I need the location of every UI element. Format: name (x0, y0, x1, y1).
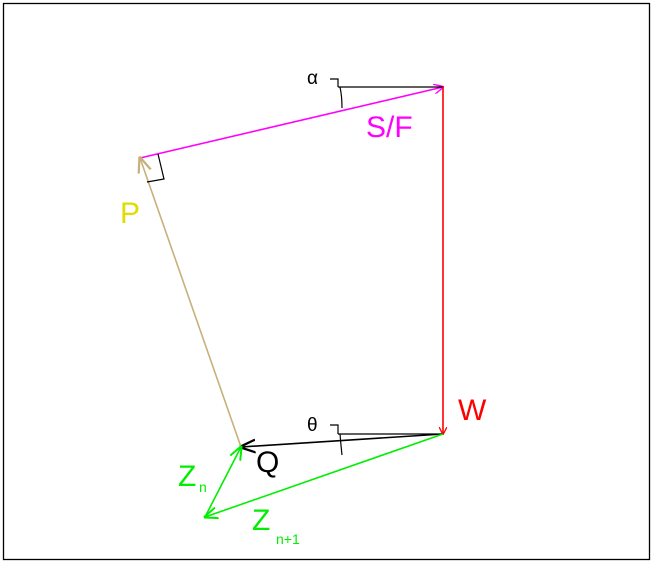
zn1-vector (205, 433, 444, 517)
q-label: Q (256, 446, 279, 479)
alpha-label: α (307, 68, 318, 89)
sf-label: S/F (366, 111, 413, 144)
zn-subscript: n (199, 479, 207, 495)
theta-tick-mark (330, 424, 339, 434)
alpha-tick-mark (330, 78, 339, 87)
p-label: P (120, 197, 140, 230)
p-vector (140, 158, 242, 448)
q-vector (241, 433, 444, 447)
theta-angle-arc (339, 433, 343, 456)
w-label: W (458, 394, 487, 427)
sf-vector (139, 87, 443, 159)
zn1-subscript: n+1 (276, 531, 300, 547)
zn-vector (204, 447, 241, 518)
zn1-label: Z (252, 504, 270, 537)
theta-label: θ (307, 415, 318, 436)
alpha-angle-arc (339, 86, 343, 109)
zn-label: Z (178, 460, 196, 493)
right-angle-mark (146, 153, 165, 183)
